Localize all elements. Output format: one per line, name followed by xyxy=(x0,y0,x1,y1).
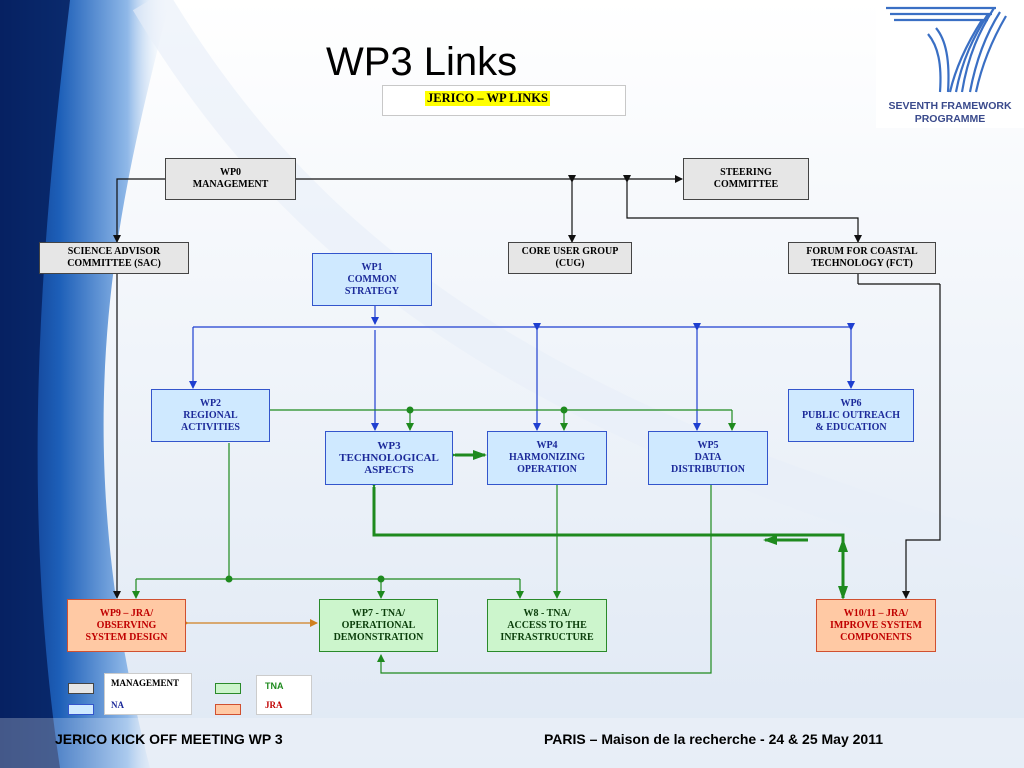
node-cug: CORE USER GROUP (CUG) xyxy=(508,242,632,274)
node-wp10-11: W10/11 – JRA/ IMPROVE SYSTEM COMPONENTS xyxy=(816,599,936,652)
link-steering-fct xyxy=(623,175,862,243)
node-wp3: WP3 TECHNOLOGICAL ASPECTS xyxy=(325,431,453,485)
link-fct-wp10-right xyxy=(902,284,941,599)
node-wp6: WP6 PUBLIC OUTREACH & EDUCATION xyxy=(788,389,914,442)
footer-left: JERICO KICK OFF MEETING WP 3 xyxy=(55,731,283,747)
legend-label-tna: TNA xyxy=(265,681,284,691)
node-steering-committee: STEERING COMMITTEE xyxy=(683,158,809,200)
node-wp8: W8 - TNA/ ACCESS TO THE INFRASTRUCTURE xyxy=(487,599,607,652)
link-wp0-sac xyxy=(113,178,166,243)
fp7-logo-mark xyxy=(886,6,1007,93)
node-wp7: WP7 - TNA/ OPERATIONAL DEMONSTRATION xyxy=(319,599,438,652)
node-sac: SCIENCE ADVISOR COMMITTEE (SAC) xyxy=(39,242,189,274)
subtitle: JERICO – WP LINKS xyxy=(425,91,550,106)
link-wp3-wp10 xyxy=(369,475,848,600)
legend-label-na: NA xyxy=(111,700,124,710)
node-wp0-management: WP0 MANAGEMENT xyxy=(165,158,296,200)
junction-dot xyxy=(406,406,414,414)
legend-label-management: MANAGEMENT xyxy=(111,678,179,688)
junction-dot xyxy=(377,575,385,583)
junction-dot xyxy=(560,406,568,414)
node-wp9: WP9 – JRA/ OBSERVING SYSTEM DESIGN xyxy=(67,599,186,652)
logo-line-1: SEVENTH FRAMEWORK xyxy=(888,100,1012,112)
legend-swatch-na xyxy=(68,704,94,715)
footer-right: PARIS – Maison de la recherche - 24 & 25… xyxy=(544,731,884,747)
logo-line-2: PROGRAMME xyxy=(914,113,986,125)
junction-dot xyxy=(225,575,233,583)
legend-label-jra: JRA xyxy=(265,700,283,710)
node-fct: FORUM FOR COASTAL TECHNOLOGY (FCT) xyxy=(788,242,936,274)
fp7-logo: SEVENTH FRAMEWORK PROGRAMME xyxy=(876,0,1024,128)
legend-label-box-right xyxy=(256,675,312,715)
node-wp5: WP5 DATA DISTRIBUTION xyxy=(648,431,768,485)
node-wp2: WP2 REGIONAL ACTIVITIES xyxy=(151,389,270,442)
node-wp4: WP4 HARMONIZING OPERATION xyxy=(487,431,607,485)
legend-label-box-left xyxy=(104,673,192,715)
legend-swatch-management xyxy=(68,683,94,694)
node-wp1: WP1 COMMON STRATEGY xyxy=(312,253,432,306)
legend-swatch-jra xyxy=(215,704,241,715)
legend-swatch-tna xyxy=(215,683,241,694)
slide-title: WP3 Links xyxy=(326,40,518,84)
subtitle-box: JERICO – WP LINKS xyxy=(382,85,626,116)
